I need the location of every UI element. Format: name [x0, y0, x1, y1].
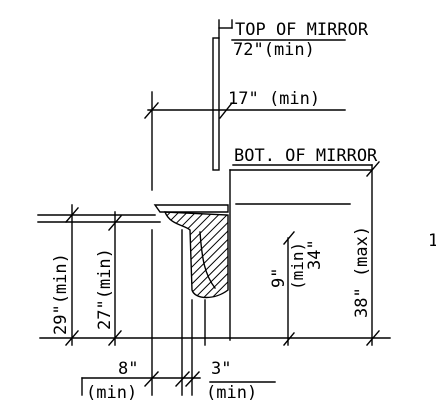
rim-height-38-label: 38" (max) — [352, 226, 372, 318]
mirror-depth-label: 17" (min) — [228, 89, 320, 109]
depth-3-label: 3" — [211, 359, 231, 379]
knee-depth-dimension: 9" (min) 34" — [269, 231, 325, 346]
knee-depth-bottom-label: (min) — [288, 242, 307, 290]
top-of-mirror-label: TOP OF MIRROR — [235, 20, 369, 40]
rim-height-34-label: 34" — [305, 239, 325, 270]
wall — [229, 169, 373, 341]
depth-3-min-label: (min) — [206, 383, 257, 403]
bot-of-mirror-label: BOT. OF MIRROR — [234, 146, 378, 166]
bottom-of-mirror-callout: BOT. OF MIRROR — [232, 146, 378, 166]
mirror — [212, 19, 220, 171]
top-of-mirror-height-label: 72"(min) — [233, 40, 315, 60]
depth-8-min-label: (min) — [86, 383, 137, 403]
clearance-dimensions-left: 29"(min) 27"(min) — [51, 204, 122, 346]
side-marker-label: 1 — [428, 231, 436, 251]
bottom-depth-dimensions: 8" (min) 3" (min) — [81, 229, 276, 403]
rim-height-dimension: 38" (max) — [352, 161, 380, 346]
knee-clear-height-label: 27"(min) — [95, 248, 115, 330]
lavatory-basin — [153, 204, 229, 299]
depth-8-label: 8" — [118, 359, 138, 379]
counter-lines — [37, 203, 351, 223]
knee-depth-top-label: 9" — [269, 268, 289, 288]
mirror-depth-dimension: 17" (min) — [144, 89, 346, 191]
top-of-mirror-callout: TOP OF MIRROR 72"(min) — [218, 19, 369, 60]
toe-clear-height-label: 29"(min) — [51, 253, 71, 335]
